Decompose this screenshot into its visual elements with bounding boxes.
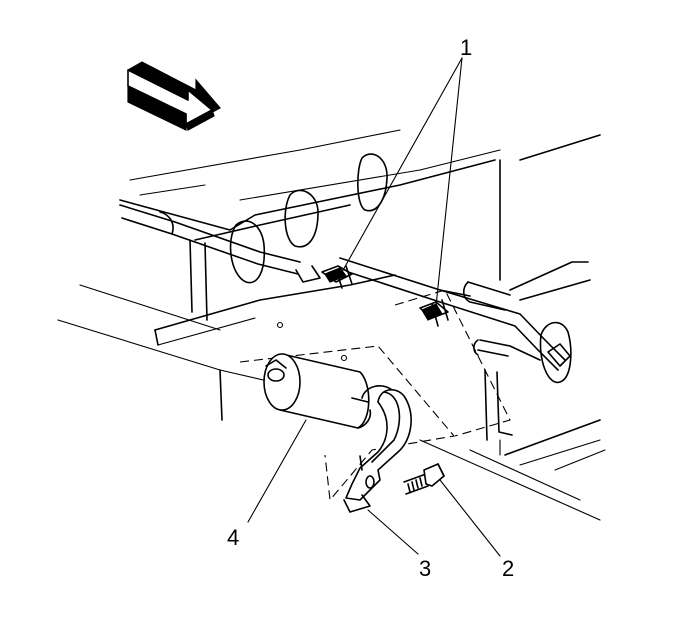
filter-bracket (343, 385, 412, 513)
callout-2: 2 (502, 556, 514, 581)
callout-leaders (247, 57, 501, 557)
fuel-line-fitting-left (321, 265, 353, 289)
callout-1: 1 (460, 35, 472, 60)
mounting-plate-outline (239, 289, 511, 502)
front-direction-arrow-icon (127, 61, 221, 131)
fuel-filter (263, 353, 372, 429)
callout-3: 3 (419, 556, 431, 581)
vehicle-frame (57, 129, 606, 521)
fuel-line-fitting-right (419, 299, 449, 327)
callout-4: 4 (227, 525, 239, 550)
bolt (403, 463, 445, 495)
